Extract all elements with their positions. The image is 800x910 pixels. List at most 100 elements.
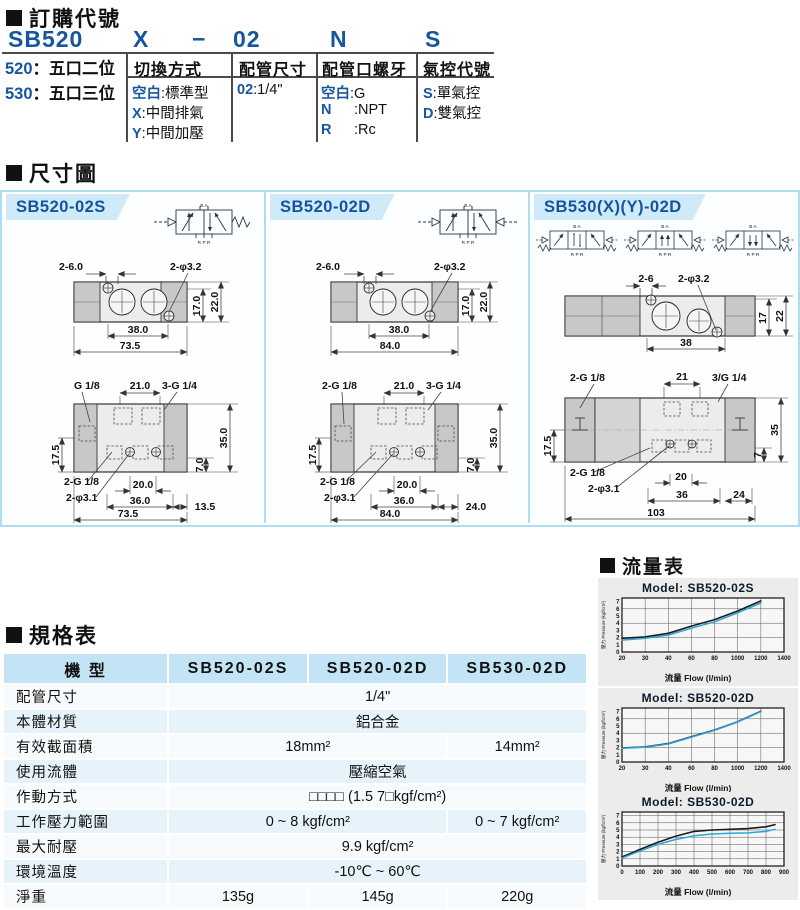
svg-text:0: 0: [616, 760, 620, 766]
svg-text:4: 4: [616, 835, 620, 841]
svg-text:0: 0: [616, 650, 620, 656]
dim-label: 36.0: [130, 495, 151, 507]
code-option: Y:中間加壓: [132, 126, 204, 142]
dim-label: 2-φ3.1: [324, 492, 356, 504]
svg-text:40: 40: [665, 766, 672, 772]
divider: [126, 52, 128, 142]
bottom-view-labels: 2-G 1/8 21 3/G 1/4 17.5 7 35 2-G 1/8 2-φ…: [542, 371, 781, 519]
spec-value: 18mm²: [169, 735, 447, 758]
top-view-labels: 2-6.0 2-φ3.2 17.0 22.0 38.0 73.5: [59, 261, 221, 352]
spec-value: 14mm²: [448, 735, 586, 758]
code-option: 02:1/4": [237, 82, 283, 98]
svg-text:壓力 Pressure (kgf/cm²): 壓力 Pressure (kgf/cm²): [600, 600, 607, 649]
spec-value: 鋁合金: [169, 710, 586, 733]
top-view-dimension-lines: [626, 283, 793, 352]
section-bullet-icon: [6, 627, 22, 643]
model-series-row: 530：五口三位: [5, 85, 116, 103]
top-view-shapes: [564, 294, 756, 338]
model-series-row: 520：五口二位: [5, 60, 116, 78]
spec-row: 環境溫度-10℃ ~ 60℃: [4, 860, 586, 883]
valve-symbol-5-3: B A R P R: [536, 224, 618, 258]
dim-label: 17.5: [542, 436, 554, 457]
svg-text:80: 80: [711, 766, 718, 772]
dim-label: 2-6.0: [316, 261, 340, 273]
spec-row: 使用流體壓縮空氣: [4, 760, 586, 783]
code-part: 02: [233, 26, 261, 52]
svg-text:60: 60: [688, 656, 695, 662]
bottom-view-dimension-lines: [58, 390, 238, 523]
panel-title: SB520-02S: [6, 194, 130, 220]
divider: [2, 52, 494, 54]
dim-label: 73.5: [120, 340, 141, 352]
svg-text:5: 5: [616, 724, 620, 730]
section-title-ordering: 訂購代號: [6, 3, 121, 33]
dim-label: 21: [676, 371, 688, 383]
dim-label: 20: [675, 471, 687, 483]
svg-text:6: 6: [616, 821, 620, 827]
dim-label: 22.0: [478, 292, 490, 313]
svg-text:900: 900: [779, 870, 790, 876]
svg-text:壓力 Pressure (kgf/cm²): 壓力 Pressure (kgf/cm²): [600, 710, 607, 759]
dim-label: 2-G 1/8: [64, 476, 99, 488]
section-title-text: 規格表: [29, 625, 98, 648]
svg-text:1200: 1200: [754, 766, 768, 772]
section-title-text: 尺寸圖: [29, 163, 98, 186]
spec-label: 配管尺寸: [4, 685, 168, 708]
bottom-view-labels: 2-G 1/8 21.0 3-G 1/4 17.5 7.0 35.0 2-G 1…: [307, 380, 500, 520]
bottom-view-dimension-lines: [550, 381, 788, 522]
bottom-view-shapes: [564, 397, 756, 463]
dim-label: 17.5: [307, 445, 319, 466]
top-view-dimension-lines: [73, 271, 229, 356]
spec-value: 1/4": [169, 685, 586, 708]
code-option: S:單氣控: [423, 86, 481, 102]
dim-label: 84.0: [380, 340, 401, 352]
code-part: N: [330, 26, 348, 52]
spec-header-row: 機 型 SB520-02S SB520-02D SB530-02D: [4, 654, 586, 683]
spec-label: 本體材質: [4, 710, 168, 733]
svg-text:40: 40: [665, 656, 672, 662]
dim-label: 2-φ3.1: [588, 483, 620, 495]
spec-label: 環境溫度: [4, 860, 168, 883]
code-option: D:雙氣控: [423, 106, 482, 122]
svg-text:3: 3: [616, 628, 620, 634]
svg-text:4: 4: [616, 731, 620, 737]
svg-text:6: 6: [616, 717, 620, 723]
chart-title: Model: SB520-02S: [641, 581, 755, 595]
spec-label: 使用流體: [4, 760, 168, 783]
column-header: 切換方式: [134, 62, 203, 79]
dim-label: 13.5: [195, 501, 216, 513]
dim-label: 38: [680, 337, 692, 349]
datasheet-page: { "ordering": { "title": "訂購代號", "code":…: [0, 3, 800, 906]
svg-text:0: 0: [620, 870, 624, 876]
svg-text:7: 7: [616, 710, 620, 716]
dim-label: 20.0: [133, 479, 154, 491]
svg-text:7: 7: [616, 600, 620, 606]
svg-text:100: 100: [635, 870, 646, 876]
svg-text:60: 60: [688, 766, 695, 772]
panel-title: SB530(X)(Y)-02D: [534, 194, 706, 220]
svg-text:800: 800: [761, 870, 772, 876]
spec-label: 最大耐壓: [4, 835, 168, 858]
panel-title: SB520-02D: [270, 194, 395, 220]
dimension-panel-sb520-02d: B A R P R: [266, 192, 530, 523]
valve-symbol-5-3: B A R P R: [624, 224, 706, 258]
divider: [126, 76, 494, 78]
code-part: SB520: [8, 26, 84, 52]
section-title-text: 流量表: [622, 557, 686, 578]
top-view-labels: 2-6 2-φ3.2 17 22 38: [638, 273, 786, 349]
svg-text:0: 0: [616, 864, 620, 870]
dim-label: 36.0: [394, 495, 415, 507]
divider: [316, 52, 318, 142]
svg-text:1: 1: [616, 857, 620, 863]
code-option: X:中間排氣: [132, 106, 204, 122]
bottom-view-dimension-lines: [315, 390, 508, 523]
symbol-port-labels: R P R: [747, 252, 760, 258]
